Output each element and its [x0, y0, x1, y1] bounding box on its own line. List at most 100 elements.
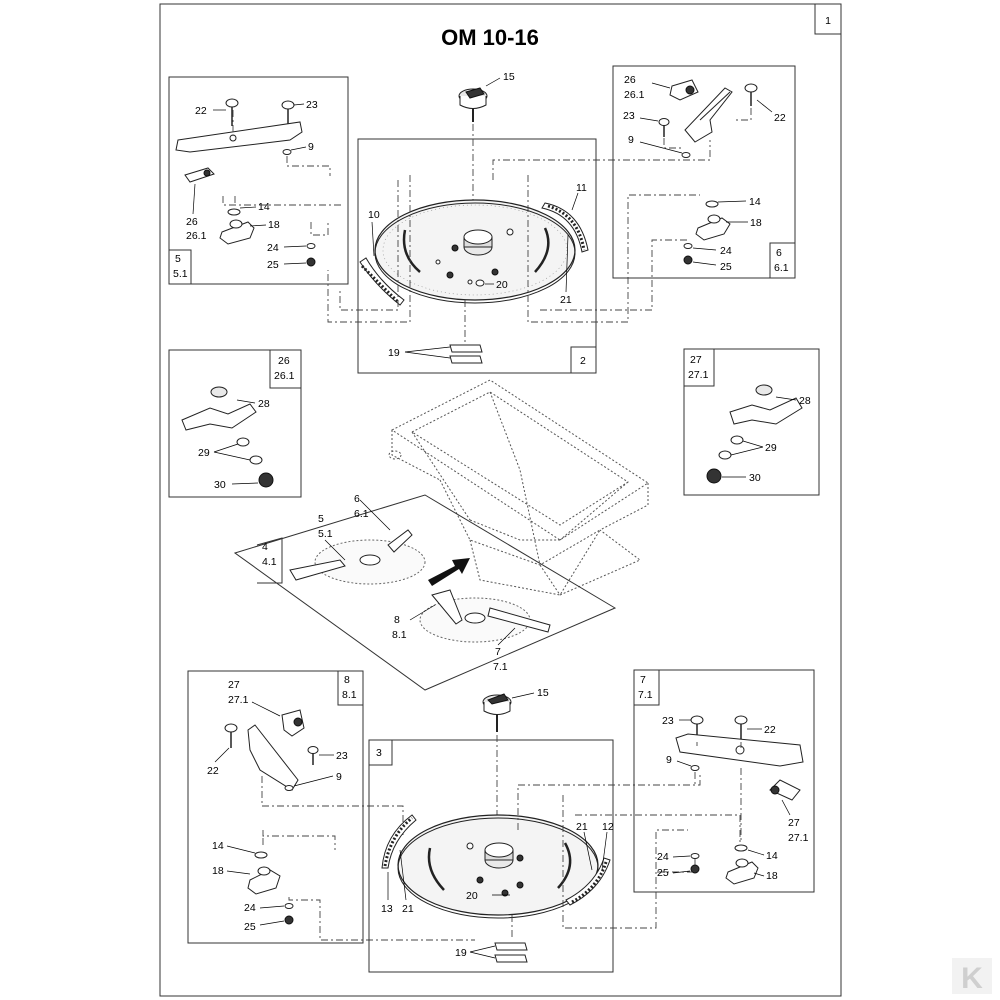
callout-6-1-disc: 6.1 [354, 508, 369, 520]
callout-6-disc: 6 [354, 493, 360, 505]
nut-25-br [690, 864, 700, 874]
box-6-label-cell [769, 242, 796, 279]
box-5-frame [168, 76, 349, 285]
callout-23-bl: 23 [336, 750, 348, 762]
callout-21-b-left: 21 [402, 903, 414, 915]
page-frame [159, 3, 842, 997]
box-6-frame [612, 65, 796, 279]
page-number-box [814, 3, 842, 35]
bolt-23-br [690, 715, 704, 725]
callout-25: 25 [267, 259, 279, 271]
cap-28-right [755, 384, 773, 396]
washer-9-br [690, 765, 700, 771]
callout-19-b: 19 [455, 947, 467, 959]
callout-21-b-right: 21 [576, 821, 588, 833]
group-2-disc-assembly: 2 15 20 10 11 [327, 71, 711, 374]
box-27-frame [683, 348, 820, 496]
callout-22-r: 22 [774, 112, 786, 124]
group-5-vane-assembly: 5 5.1 22 23 9 26 26.1 14 18 [168, 76, 349, 285]
plate-19-bottom [494, 942, 528, 951]
washer-24-bl [284, 903, 294, 909]
callout-28-r: 28 [799, 395, 811, 407]
callout-20-b: 20 [466, 890, 478, 902]
box-2-frame [357, 138, 597, 374]
callout-15-top: 15 [503, 71, 515, 83]
callout-30-l: 30 [214, 479, 226, 491]
callout-13: 13 [381, 903, 393, 915]
box-5-label-b: 5.1 [173, 268, 188, 280]
callout-30-r: 30 [749, 472, 761, 484]
washer-29a-left [236, 437, 250, 447]
group-8-vane-assembly: 8 8.1 27 27.1 22 23 9 14 18 24 25 [187, 670, 475, 944]
callout-27-bl: 27 [228, 679, 240, 691]
box-4-label-b: 4.1 [262, 556, 277, 568]
callout-18-r: 18 [750, 217, 762, 229]
vane-10 [359, 257, 405, 306]
washer-14 [227, 208, 241, 216]
callout-29-r: 29 [765, 442, 777, 454]
box-7-label-cell [633, 669, 660, 706]
group-6-vane-assembly: 6 6.1 26 26.1 22 23 9 14 18 24 25 [612, 65, 796, 279]
callout-8-1-disc: 8.1 [392, 629, 407, 641]
box-7-frame [633, 669, 815, 893]
bolt-22-bl [224, 723, 238, 733]
nut-25-bl [284, 915, 294, 925]
callout-25-bl: 25 [244, 921, 256, 933]
callout-18-br: 18 [766, 870, 778, 882]
callout-27-1-br: 27.1 [788, 832, 809, 844]
washer-29a-right [730, 435, 744, 445]
callout-9-bl: 9 [336, 771, 342, 783]
callout-7-1-disc: 7.1 [493, 661, 508, 673]
callout-26-r: 26 [624, 74, 636, 86]
callout-14-bl: 14 [212, 840, 224, 852]
callout-5-disc: 5 [318, 513, 324, 525]
bearing-18 [219, 221, 255, 245]
bearing-18-br [725, 861, 759, 885]
vane-13 [381, 814, 417, 869]
callout-10: 10 [368, 209, 380, 221]
box-5-label-cell [168, 249, 192, 285]
callout-8-disc: 8 [394, 614, 400, 626]
callout-22-br: 22 [764, 724, 776, 736]
callout-25-br: 25 [657, 867, 669, 879]
vane-12 [565, 857, 611, 906]
box-3-label-cell [368, 739, 393, 766]
washer-14-right [705, 200, 719, 208]
washer-14-bl [254, 851, 268, 859]
callout-27-br: 27 [788, 817, 800, 829]
box-26-label-b: 26.1 [274, 370, 295, 382]
callout-9-br: 9 [666, 754, 672, 766]
callout-14-r: 14 [749, 196, 761, 208]
bolt-22-br [734, 715, 748, 725]
vane-blade [175, 121, 303, 153]
part-27-br [769, 779, 801, 801]
callout-21: 21 [560, 294, 572, 306]
vane-6 [387, 529, 413, 553]
box-7-label-a: 7 [640, 674, 646, 686]
bearing-18-right [695, 217, 731, 241]
box-3-frame [368, 739, 614, 973]
group-3-disc-assembly: 3 15 20 13 21 21 12 [368, 687, 741, 973]
nut-25-right [683, 255, 693, 265]
box-3-label: 3 [376, 747, 382, 759]
box-4-frame [233, 494, 617, 691]
callout-7-disc: 7 [495, 646, 501, 658]
callout-14: 14 [258, 201, 270, 213]
box-8-label-a: 8 [344, 674, 350, 686]
box-26-frame [168, 349, 302, 498]
hopper-illustration [388, 379, 649, 596]
diagram-title: OM 10-16 [441, 25, 539, 50]
box-5-label-a: 5 [175, 253, 181, 265]
bolt-23-head [281, 100, 295, 110]
bolt-23-bl [307, 746, 319, 754]
callout-19: 19 [388, 347, 400, 359]
washer-9-right [681, 152, 691, 158]
box-8-label-b: 8.1 [342, 689, 357, 701]
direction-arrow [428, 558, 470, 586]
washer-24 [306, 243, 316, 249]
callout-28-l: 28 [258, 398, 270, 410]
cap-28-left [210, 386, 228, 398]
callout-9-r: 9 [628, 134, 634, 146]
box-4-label-a: 4 [262, 541, 268, 553]
